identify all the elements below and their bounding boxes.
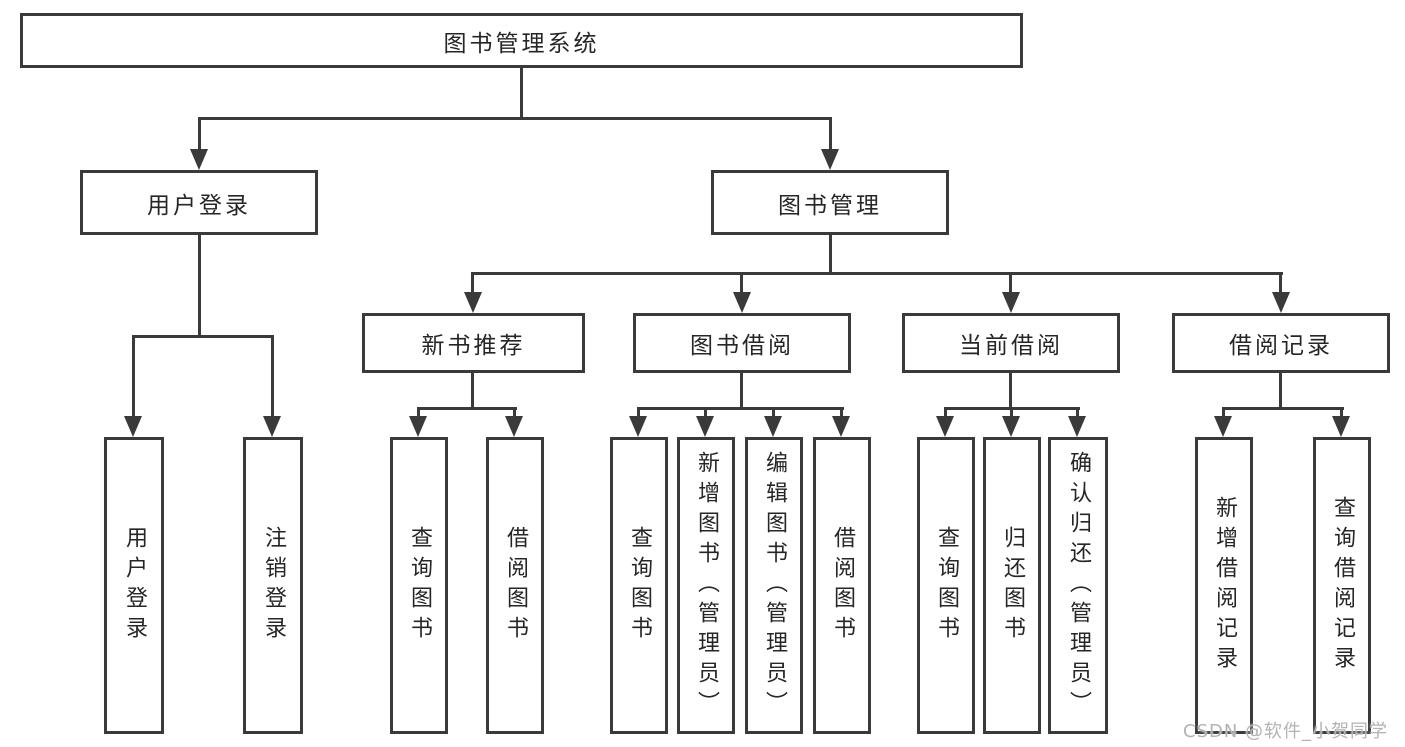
leaf-label: 新增图书（管理员） (694, 450, 719, 721)
leaf-label: 确认归还（管理员） (1066, 450, 1091, 721)
node-book-mgmt: 图书管理 (711, 170, 949, 235)
connector-login-vertical (198, 235, 201, 335)
connector-drop-g1-leaf-1 (704, 407, 707, 416)
node-book-borrow: 图书借阅 (633, 313, 851, 373)
node-label: 借阅记录 (1229, 333, 1333, 359)
node-label: 图书管理系统 (443, 30, 600, 57)
leaf-label: 用户登录 (122, 525, 147, 646)
leaf-query-book-borrow: 查询图书 (610, 437, 668, 734)
connector-drop-login-leaf-0 (132, 335, 135, 416)
leaf-label: 编辑图书（管理员） (762, 450, 787, 721)
arrowhead-book-mgmt (821, 149, 839, 170)
arrowhead-group-3 (1272, 292, 1290, 313)
connector-root-horizontal (198, 117, 832, 120)
leaf-logout: 注销登录 (243, 437, 303, 734)
node-label: 用户登录 (147, 192, 251, 219)
node-new-book-recommend: 新书推荐 (362, 313, 585, 373)
leaf-return-book: 归还图书 (983, 437, 1041, 734)
node-label: 当前借阅 (959, 333, 1063, 359)
connector-g2-vertical (1009, 373, 1012, 407)
connector-drop-g3-leaf-0 (1222, 407, 1225, 416)
connector-drop-book-mgmt (829, 117, 832, 149)
leaf-borrow-book-recommend: 借阅图书 (486, 437, 544, 734)
leaf-label: 查询图书 (407, 525, 432, 646)
arrowhead-g0-leaf-1 (505, 416, 523, 437)
connector-mgmt-horizontal (472, 272, 1283, 275)
leaf-query-book-current: 查询图书 (917, 437, 975, 734)
connector-mgmt-vertical (829, 235, 832, 272)
connector-drop-g1-leaf-0 (637, 407, 640, 416)
arrowhead-group-2 (1002, 292, 1020, 313)
node-borrow-records: 借阅记录 (1172, 313, 1390, 373)
connector-drop-g2-leaf-2 (1076, 407, 1079, 416)
arrowhead-g0-leaf-0 (409, 416, 427, 437)
leaf-label: 新增借阅记录 (1212, 495, 1237, 676)
node-label: 图书管理 (778, 192, 882, 219)
node-user-login: 用户登录 (80, 170, 318, 235)
connector-drop-g2-leaf-0 (944, 407, 947, 416)
connector-drop-group-3 (1279, 272, 1282, 292)
node-label: 图书借阅 (690, 333, 794, 359)
arrowhead-g2-leaf-2 (1068, 416, 1086, 437)
leaf-query-borrow-record: 查询借阅记录 (1313, 437, 1371, 734)
arrowhead-user-login (190, 149, 208, 170)
leaf-user-login: 用户登录 (104, 437, 164, 734)
arrowhead-g1-leaf-2 (764, 416, 782, 437)
arrowhead-login-leaf-0 (124, 416, 142, 437)
arrowhead-group-0 (464, 292, 482, 313)
node-library-management-system: 图书管理系统 (20, 13, 1023, 68)
leaf-label: 借阅图书 (830, 525, 855, 646)
connector-drop-g3-leaf-1 (1340, 407, 1343, 416)
connector-g1-horizontal (637, 407, 844, 410)
leaf-borrow-book: 借阅图书 (813, 437, 871, 734)
node-current-borrow: 当前借阅 (902, 313, 1120, 373)
leaf-add-book-admin: 新增图书（管理员） (677, 437, 735, 734)
connector-drop-g1-leaf-2 (772, 407, 775, 416)
leaf-label: 注销登录 (261, 525, 286, 646)
leaf-label: 借阅图书 (503, 525, 528, 646)
leaf-add-borrow-record: 新增借阅记录 (1195, 437, 1253, 734)
connector-g3-vertical (1279, 373, 1282, 407)
arrowhead-g2-leaf-1 (1002, 416, 1020, 437)
connector-drop-login-leaf-1 (271, 335, 274, 416)
csdn-watermark: CSDN @软件_小贺同学 (1183, 721, 1389, 742)
connector-drop-g0-leaf-0 (417, 407, 420, 416)
arrowhead-g1-leaf-3 (832, 416, 850, 437)
connector-drop-group-1 (740, 272, 743, 292)
arrowhead-g1-leaf-0 (629, 416, 647, 437)
connector-drop-g2-leaf-1 (1010, 407, 1013, 416)
arrowhead-g3-leaf-1 (1332, 416, 1350, 437)
leaf-label: 查询图书 (627, 525, 652, 646)
connector-g1-vertical (740, 373, 743, 407)
connector-drop-user-login (198, 117, 201, 149)
connector-g3-horizontal (1222, 407, 1344, 410)
connector-g0-horizontal (417, 407, 517, 410)
connector-drop-group-0 (471, 272, 474, 292)
leaf-label: 归还图书 (1000, 525, 1025, 646)
connector-drop-g1-leaf-3 (840, 407, 843, 416)
arrowhead-g3-leaf-0 (1214, 416, 1232, 437)
leaf-query-book-recommend: 查询图书 (390, 437, 448, 734)
leaf-label: 查询图书 (934, 525, 959, 646)
leaf-edit-book-admin: 编辑图书（管理员） (745, 437, 803, 734)
arrowhead-group-1 (733, 292, 751, 313)
connector-g0-vertical (471, 373, 474, 407)
leaf-label: 查询借阅记录 (1330, 495, 1355, 676)
leaf-confirm-return-admin: 确认归还（管理员） (1048, 437, 1108, 734)
connector-login-horizontal (132, 335, 274, 338)
node-label: 新书推荐 (421, 333, 526, 359)
connector-drop-g0-leaf-1 (513, 407, 516, 416)
arrowhead-login-leaf-1 (263, 416, 281, 437)
arrowhead-g1-leaf-1 (696, 416, 714, 437)
connector-root-vertical (520, 68, 523, 117)
connector-drop-group-2 (1009, 272, 1012, 292)
arrowhead-g2-leaf-0 (936, 416, 954, 437)
